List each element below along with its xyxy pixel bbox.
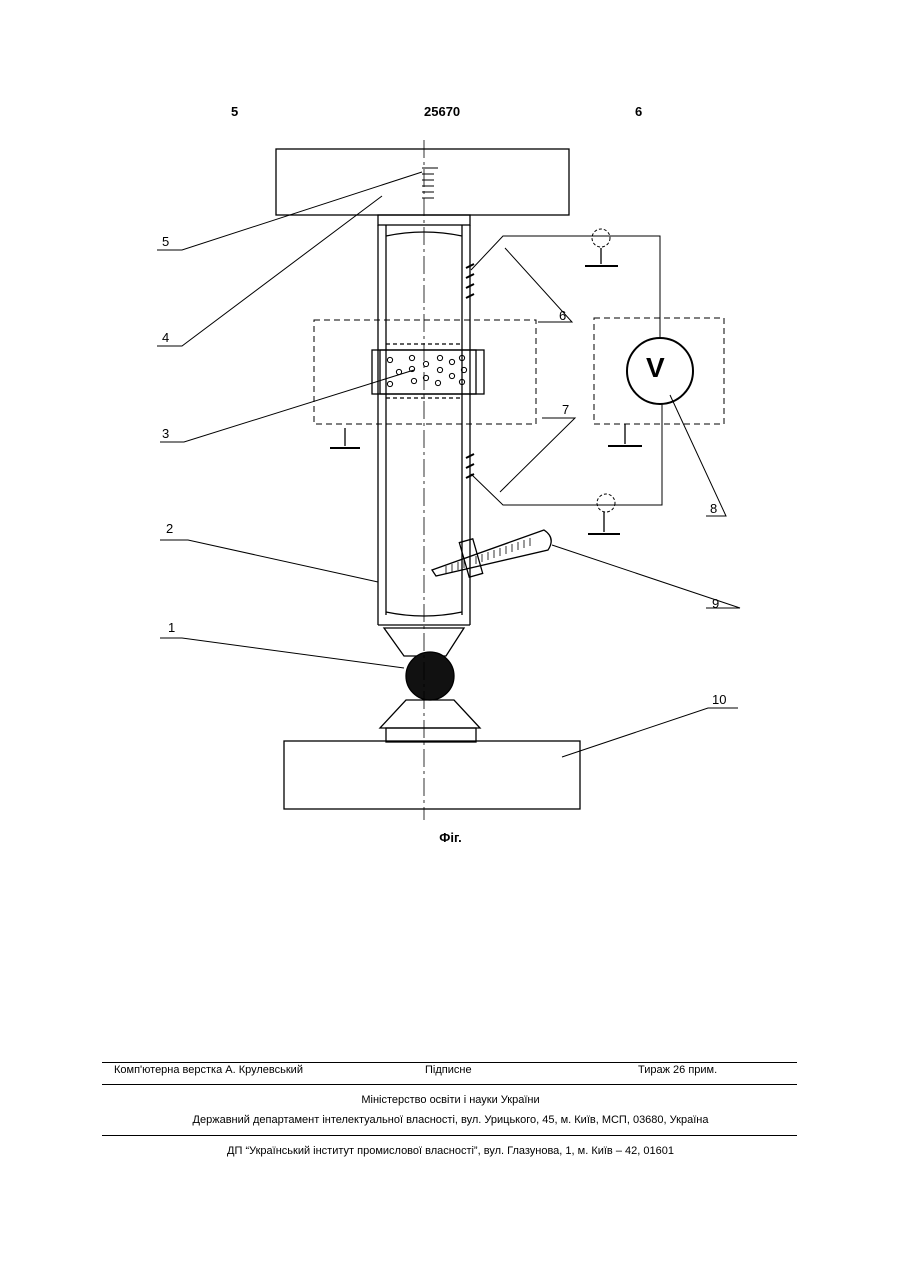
label-8: 8 bbox=[710, 501, 717, 516]
label-2: 2 bbox=[166, 521, 173, 536]
label-6: 6 bbox=[559, 308, 566, 323]
footer-print-run: Тираж 26 прим. bbox=[638, 1064, 717, 1076]
ball-joint bbox=[406, 652, 454, 700]
heater-box bbox=[314, 320, 536, 424]
footer-rule-bottom bbox=[102, 1135, 797, 1136]
sample-holder bbox=[372, 344, 484, 398]
footer-department: Державний департамент інтелектуальної вл… bbox=[0, 1114, 901, 1126]
footer-ministry: Міністерство освіти і науки України bbox=[0, 1094, 901, 1106]
ball-seat bbox=[380, 700, 480, 728]
label-9: 9 bbox=[712, 596, 719, 611]
thermometer-scale bbox=[446, 538, 530, 574]
footer-rule-middle bbox=[102, 1084, 797, 1085]
label-4: 4 bbox=[162, 330, 169, 345]
wiring bbox=[471, 236, 662, 505]
footer-layout: Комп'ютерна верстка А. Крулевський bbox=[114, 1064, 303, 1076]
footer-institute: ДП “Український інститут промислової вла… bbox=[0, 1145, 901, 1157]
label-10: 10 bbox=[712, 692, 726, 707]
label-1: 1 bbox=[168, 620, 175, 635]
base-block bbox=[284, 741, 580, 809]
label-3: 3 bbox=[162, 426, 169, 441]
technical-drawing bbox=[0, 0, 901, 860]
terminals bbox=[592, 229, 615, 512]
thermometer bbox=[432, 530, 551, 577]
voltmeter-symbol: V bbox=[646, 352, 665, 384]
label-5: 5 bbox=[162, 234, 169, 249]
footer-rule-top bbox=[102, 1062, 797, 1063]
footer-signed: Підписне bbox=[425, 1064, 472, 1076]
label-7: 7 bbox=[562, 402, 569, 417]
figure-caption: Фіг. bbox=[0, 830, 901, 845]
ground-symbols bbox=[330, 248, 642, 534]
